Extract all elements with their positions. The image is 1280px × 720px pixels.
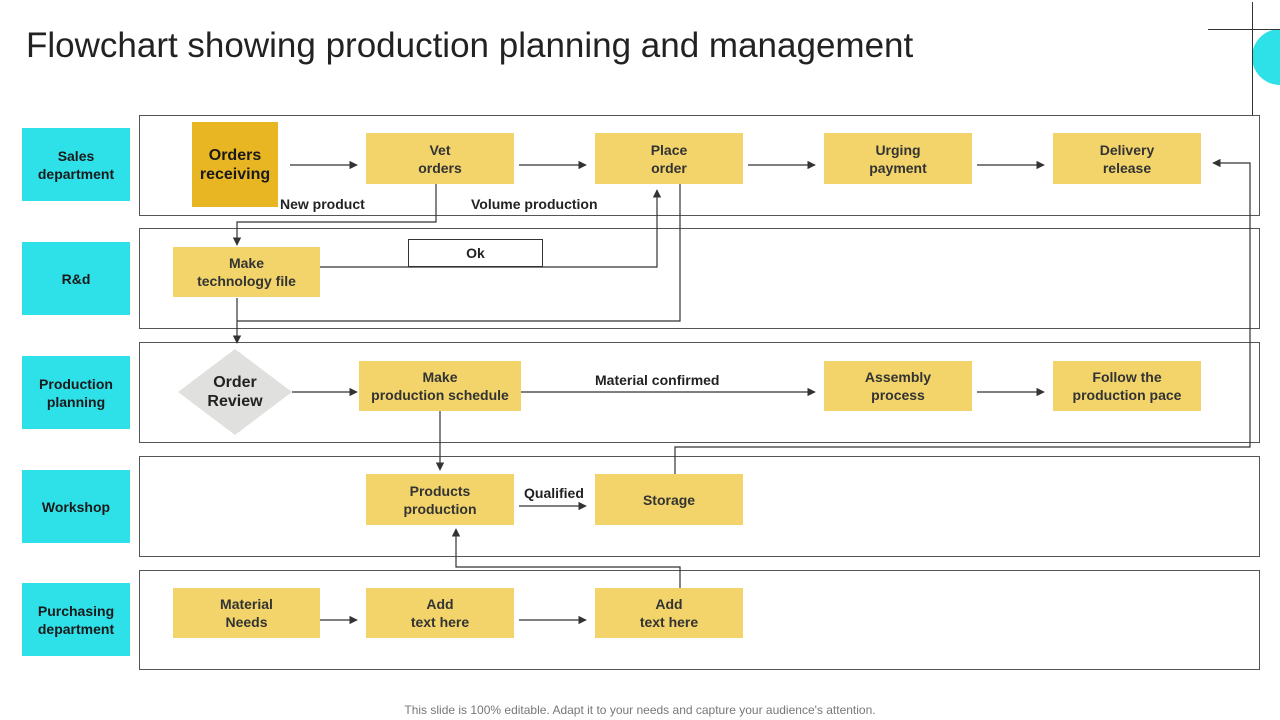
- lane-label-sales: Sales department: [22, 128, 130, 201]
- label-ok: Ok: [408, 239, 543, 267]
- node-add-text-2: Add text here: [595, 588, 743, 638]
- page-title: Flowchart showing production planning an…: [26, 26, 914, 65]
- node-vet-orders: Vet orders: [366, 133, 514, 184]
- label-qualified: Qualified: [524, 485, 584, 501]
- decorative-line-vertical: [1252, 2, 1253, 120]
- node-make-production-schedule: Make production schedule: [359, 361, 521, 411]
- arrow-vet-to-technology-file: [232, 184, 437, 246]
- footer-note: This slide is 100% editable. Adapt it to…: [404, 703, 876, 717]
- node-place-order: Place order: [595, 133, 743, 184]
- node-urging-payment: Urging payment: [824, 133, 972, 184]
- node-make-technology-file: Make technology file: [173, 247, 320, 297]
- node-delivery-release: Delivery release: [1053, 133, 1201, 184]
- lane-label-rd: R&d: [22, 242, 130, 315]
- order-review-diamond-shape: [178, 349, 292, 435]
- node-products-production: Products production: [366, 474, 514, 525]
- node-order-review: Order Review: [178, 349, 292, 435]
- lane-label-purchasing: Purchasing department: [22, 583, 130, 656]
- label-new-product: New product: [280, 196, 365, 212]
- node-follow-production-pace: Follow the production pace: [1053, 361, 1201, 411]
- node-material-needs: Material Needs: [173, 588, 320, 638]
- node-orders-receiving: Orders receiving: [192, 122, 278, 207]
- node-assembly-process: Assembly process: [824, 361, 972, 411]
- lane-label-workshop: Workshop: [22, 470, 130, 543]
- arrow-place-order-to-order-review: [237, 184, 681, 322]
- arrow-add2-to-products: [451, 528, 681, 588]
- label-material-confirmed: Material confirmed: [595, 372, 720, 388]
- arrow-technology-file-to-place-order: [320, 189, 662, 268]
- arrow-storage-to-delivery: [674, 158, 1251, 474]
- lane-rd-container: [139, 228, 1260, 329]
- order-review-label: Order Review: [207, 374, 263, 410]
- node-add-text-1: Add text here: [366, 588, 514, 638]
- label-volume-production: Volume production: [471, 196, 598, 212]
- node-storage: Storage: [595, 474, 743, 525]
- decorative-line-horizontal: [1208, 29, 1280, 30]
- lane-label-production-planning: Production planning: [22, 356, 130, 429]
